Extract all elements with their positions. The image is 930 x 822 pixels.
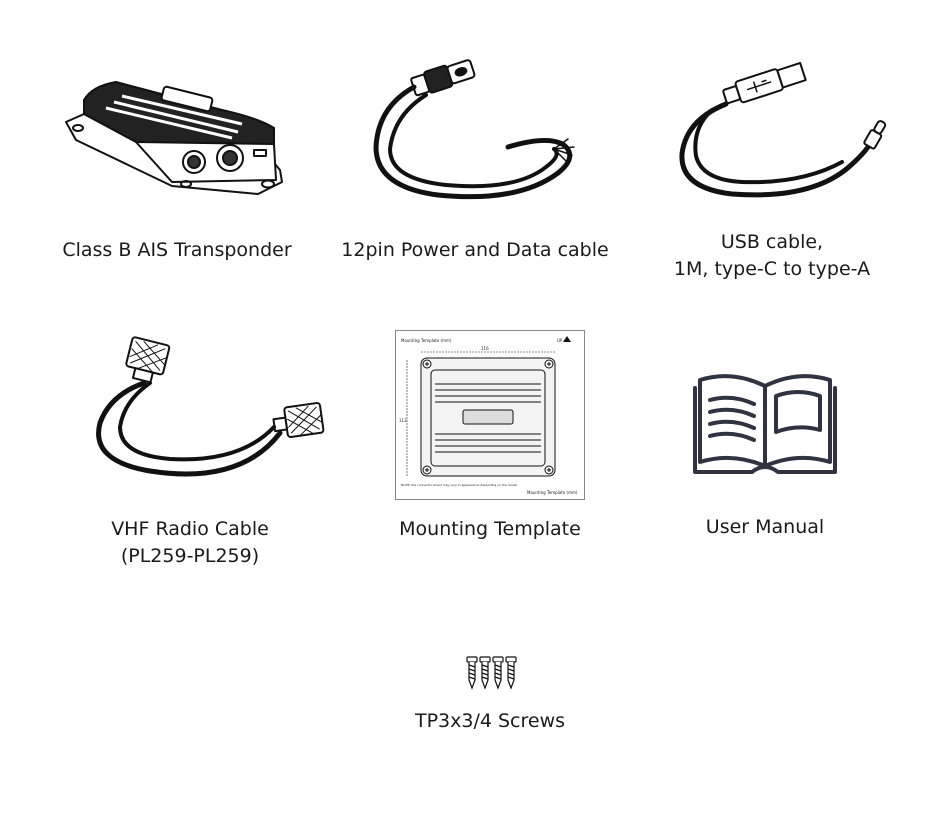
template-width-dim: 116: [481, 346, 489, 351]
ais-transponder-icon: [62, 70, 292, 205]
mounting-template-icon: Mounting Template (mm) UP 116 112 NOT: [395, 330, 585, 500]
item-caption: Class B AIS Transponder: [62, 239, 292, 261]
item-caption: User Manual: [705, 516, 825, 538]
item-caption: Mounting Template: [399, 518, 581, 540]
template-up-label: UP: [557, 338, 563, 343]
template-footer: Mounting Template (mm): [527, 490, 578, 495]
user-manual-icon: [692, 366, 838, 476]
usb-cable-icon: [672, 58, 892, 218]
item-caption: 12pin Power and Data cable: [341, 239, 609, 261]
power-data-cable-icon: [368, 55, 583, 215]
template-height-dim: 112: [399, 418, 407, 423]
item-caption: VHF Radio Cable (PL259-PL259): [111, 518, 269, 567]
item-caption: TP3x3/4 Screws: [414, 710, 566, 732]
screws-icon: [466, 656, 518, 690]
item-caption: USB cable, 1M, type-C to type-A: [673, 231, 871, 280]
up-arrow-icon: [563, 336, 571, 342]
vhf-radio-cable-icon: [90, 335, 330, 495]
template-heading: Mounting Template (mm): [401, 338, 452, 343]
template-note: NOTE: the connector board may vary in ap…: [401, 483, 517, 487]
